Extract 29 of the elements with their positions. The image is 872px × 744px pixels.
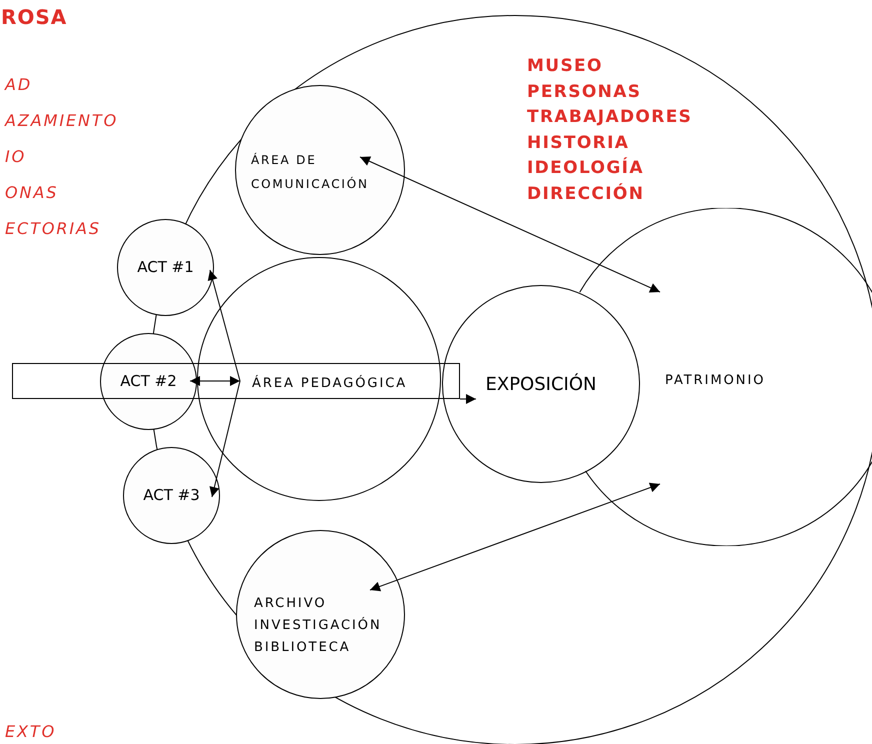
arrow: [190, 376, 240, 386]
keyword-text: IDEOLOGÍA: [527, 156, 645, 180]
arrow: [460, 394, 476, 404]
node-label: PATRIMONIO: [665, 372, 766, 390]
arrow: [208, 270, 240, 382]
node-label: ACT #1: [137, 257, 194, 278]
side-text: AZAMIENTO: [3, 110, 120, 132]
side-text: IO: [4, 146, 28, 168]
side-text: EXTO: [4, 721, 58, 743]
node-label: BIBLIOTECA: [254, 639, 352, 657]
side-text: ECTORIAS: [4, 218, 102, 240]
node-label: ÁREA DE COMUNICACIÓN: [251, 152, 370, 193]
side-text: ROSA: [1, 4, 68, 31]
node-label: ACT #2: [120, 371, 177, 392]
arrow: [209, 380, 240, 498]
keyword-text: PERSONAS: [527, 80, 642, 104]
arrow: [360, 156, 660, 292]
node-label: EXPOSICIÓN: [486, 372, 596, 396]
node-label: ACT #3: [143, 485, 200, 506]
keyword-text: TRABAJADORES: [527, 106, 692, 129]
keyword-text: MUSEO: [527, 55, 604, 78]
keyword-text: HISTORIA: [527, 132, 630, 154]
node-label: ÁREA PEDAGÓGICA: [252, 374, 408, 393]
side-text: ONAS: [4, 182, 60, 204]
arrow: [370, 482, 660, 592]
node-label: INVESTIGACIÓN: [254, 616, 382, 635]
node-label: ARCHIVO: [254, 595, 328, 613]
side-text: AD: [3, 74, 34, 96]
keyword-text: DIRECCIÓN: [527, 182, 646, 206]
